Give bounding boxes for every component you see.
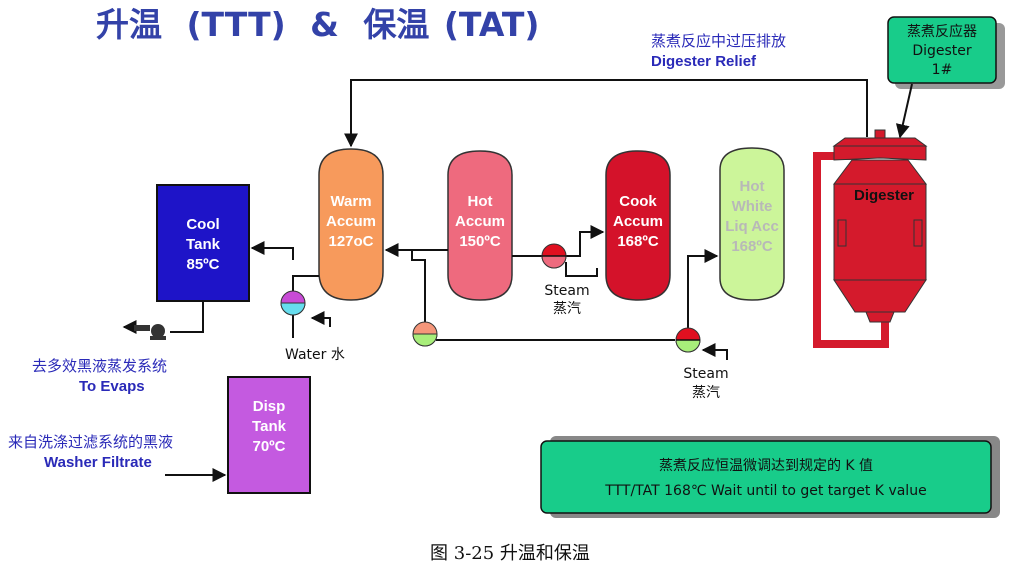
steam-label-2-cn: 蒸汽: [692, 385, 720, 401]
washer-label-cn: 来自洗涤过滤系统的黑液: [8, 433, 173, 451]
heat-exchanger-water: [280, 290, 306, 316]
figure-caption: 图 3-25 升温和保温: [430, 543, 590, 564]
heat-exchanger-steam-2: [675, 327, 701, 353]
white-liq-line4: 168ºC: [731, 238, 773, 255]
relief-label-en: Digester Relief: [651, 53, 757, 70]
title-heating: 升温 (TTT) & 保温 (TAT): [96, 5, 539, 44]
disp-tank: Disp Tank 70ºC: [227, 376, 311, 494]
relief-line: [344, 79, 868, 148]
digester-callout-number: 1#: [932, 62, 953, 78]
white-liq-line3: Liq Acc: [725, 218, 779, 235]
title-part-1: 升温: [96, 5, 162, 44]
washer-label-en: Washer Filtrate: [44, 454, 152, 471]
evaps-label-en: To Evaps: [79, 378, 145, 395]
hot-accum-line3: 150ºC: [459, 233, 501, 250]
cook-accum-line2: Accum: [613, 213, 663, 230]
warm-accum-line3: 127oC: [328, 233, 373, 250]
evaps-label-cn: 去多效黑液蒸发系统: [32, 357, 167, 375]
cook-accum-line1: Cook: [619, 193, 657, 210]
digester-vessel: Digester: [813, 129, 928, 348]
note-line-2: TTT/TAT 168℃ Wait until to get target K …: [604, 483, 926, 499]
white-liq-line1: Hot: [740, 178, 765, 195]
warm-accum-line1: Warm: [330, 193, 371, 210]
steam-label-1-en: Steam: [544, 283, 589, 299]
title-part-2: (TTT): [186, 5, 285, 44]
cool-tank-line1: Cool: [186, 216, 219, 233]
white-liq-line2: White: [732, 198, 773, 215]
steam-label-1-cn: 蒸汽: [553, 301, 581, 317]
cool-tank-line3: 85ºC: [187, 256, 220, 273]
hot-white-liquor-tank: Hot White Liq Acc 168ºC: [719, 147, 785, 301]
cool-tank: Cool Tank 85ºC: [156, 184, 250, 302]
note-line-1: 蒸煮反应恒温微调达到规定的 K 值: [659, 457, 873, 474]
digester-label: Digester: [854, 187, 914, 204]
disp-tank-line2: Tank: [252, 418, 287, 435]
digester-callout-cn: 蒸煮反应器: [907, 23, 977, 40]
cook-accum-tank: Cook Accum 168ºC: [605, 150, 671, 301]
hot-accum-tank: Hot Accum 150ºC: [447, 150, 513, 301]
relief-label-cn: 蒸煮反应中过压排放: [651, 32, 786, 50]
heat-exchanger-steam-1: [541, 243, 567, 269]
heat-exchanger-center: [412, 321, 438, 347]
title-part-5: (TAT): [444, 5, 540, 44]
steam-label-2-en: Steam: [683, 366, 728, 382]
cook-accum-line3: 168ºC: [617, 233, 659, 250]
hot-accum-line2: Accum: [455, 213, 505, 230]
note-box: 蒸煮反应恒温微调达到规定的 K 值 TTT/TAT 168℃ Wait unti…: [540, 436, 1000, 518]
water-label: Water 水: [285, 347, 345, 363]
piping: [122, 225, 728, 482]
disp-tank-line1: Disp: [253, 398, 286, 415]
digester-callout-en: Digester: [912, 43, 972, 59]
title-part-4: 保温: [363, 5, 429, 44]
disp-tank-line3: 70ºC: [253, 438, 286, 455]
cool-tank-line2: Tank: [186, 236, 221, 253]
hot-accum-line1: Hot: [468, 193, 493, 210]
pump-icon: [134, 324, 166, 340]
title-part-3: &: [310, 5, 339, 44]
digester-callout: 蒸煮反应器 Digester 1#: [887, 16, 1005, 139]
warm-accum-tank: Warm Accum 127oC: [318, 148, 384, 301]
warm-accum-line2: Accum: [326, 213, 376, 230]
